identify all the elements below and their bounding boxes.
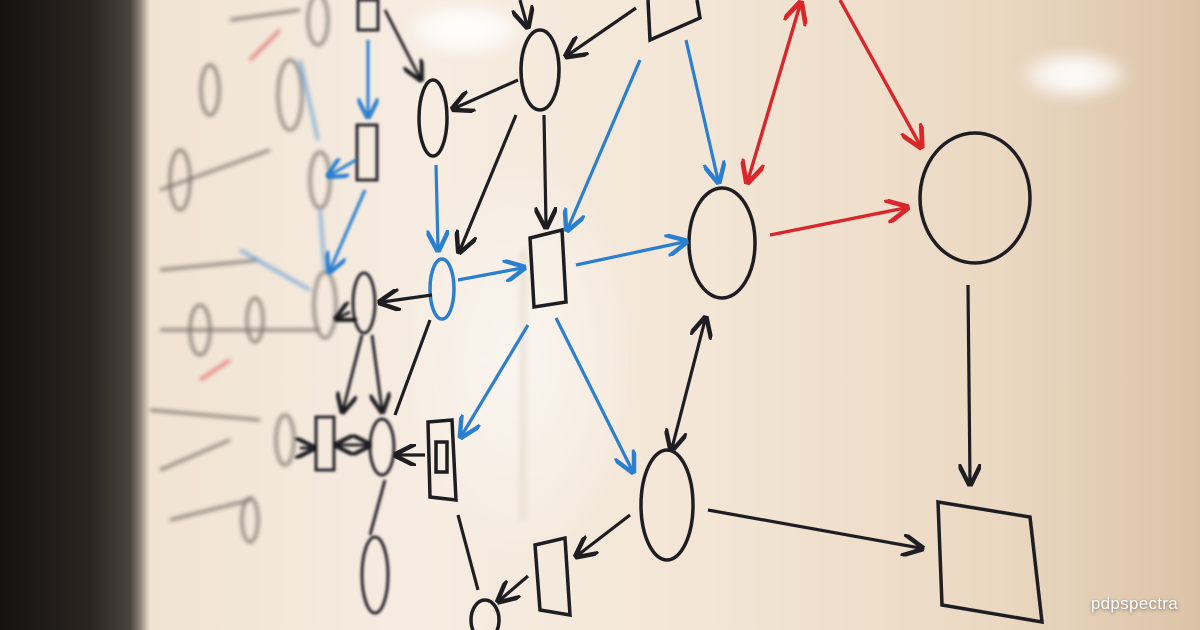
square-node xyxy=(936,499,1045,625)
circle-node xyxy=(519,28,561,112)
whiteboard-frame-edge xyxy=(0,0,140,630)
black-nodes xyxy=(417,0,1045,630)
ceiling-light-reflection xyxy=(1020,50,1130,100)
watermark-text: pdpspectra xyxy=(1090,594,1178,613)
square-node xyxy=(646,0,702,43)
black-arrows xyxy=(382,0,970,600)
circle-node xyxy=(469,598,501,630)
square-node-inner xyxy=(434,440,449,474)
blurred-background-nodes xyxy=(149,0,338,544)
circle-node xyxy=(639,448,695,562)
circle-node xyxy=(417,78,449,158)
blue-arrows xyxy=(436,39,718,470)
left-nodes xyxy=(300,0,420,615)
square-node xyxy=(533,535,572,618)
circle-node xyxy=(687,186,757,300)
window-mullion xyxy=(520,250,526,520)
circle-node xyxy=(428,257,456,321)
circle-node xyxy=(918,131,1032,265)
blue-nodes xyxy=(428,257,456,321)
square-node xyxy=(528,227,568,310)
square-node xyxy=(426,418,458,502)
black-square-center xyxy=(528,227,568,310)
red-arrows xyxy=(748,0,920,237)
ceiling-light-reflection xyxy=(405,2,525,57)
